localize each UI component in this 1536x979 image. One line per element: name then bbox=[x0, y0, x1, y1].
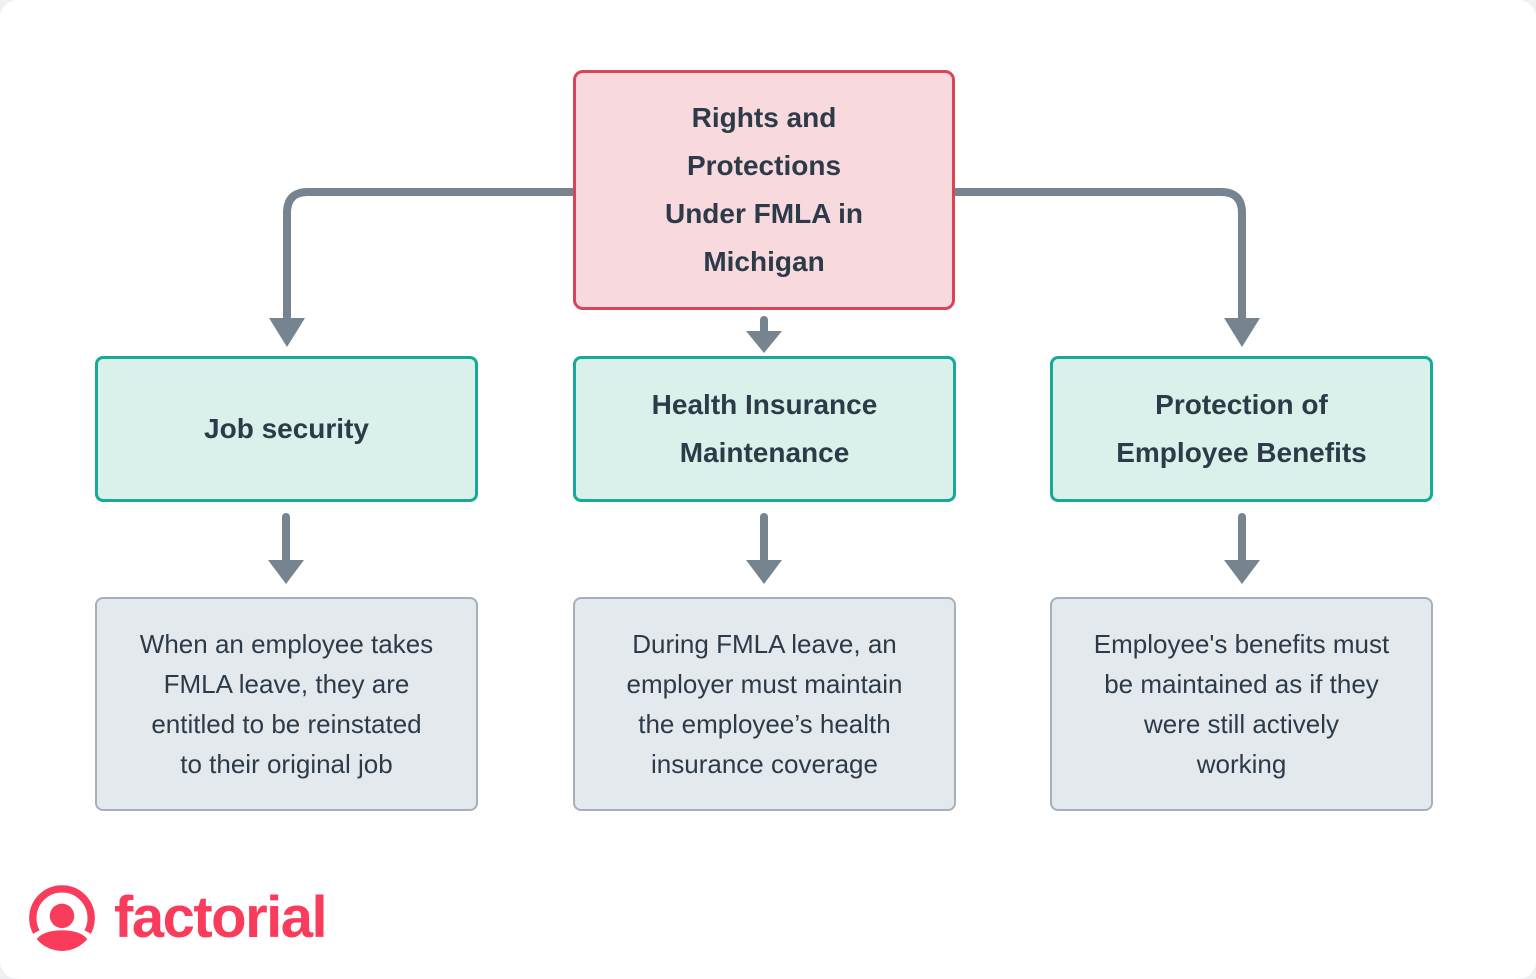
category-label: Protection of Employee Benefits bbox=[1116, 389, 1367, 468]
arrow-down-icon bbox=[746, 560, 782, 584]
arrow-down-icon bbox=[1224, 560, 1260, 584]
detail-text: Employee's benefits must be maintained a… bbox=[1093, 629, 1390, 779]
category-node-employee-benefits: Protection of Employee Benefits bbox=[1050, 356, 1433, 502]
arrow-down-icon bbox=[269, 318, 305, 347]
connector-root-to-job-security bbox=[269, 188, 578, 347]
factorial-person-icon bbox=[29, 885, 95, 951]
arrow-down-icon bbox=[746, 331, 782, 353]
category-label: Health Insurance Maintenance bbox=[651, 389, 878, 468]
detail-node-employee-benefits: Employee's benefits must be maintained a… bbox=[1050, 597, 1433, 811]
connector-root-to-health-insurance bbox=[746, 316, 782, 353]
root-node-rights-and-protections: Rights and Protections Under FMLA in Mic… bbox=[573, 70, 955, 310]
factorial-logo: factorial bbox=[28, 884, 328, 952]
detail-text: When an employee takes FMLA leave, they … bbox=[139, 629, 434, 779]
category-node-job-security: Job security bbox=[95, 356, 478, 502]
root-node-label: Rights and Protections Under FMLA in Mic… bbox=[664, 102, 864, 277]
category-node-health-insurance: Health Insurance Maintenance bbox=[573, 356, 956, 502]
connector-health-insurance-to-detail bbox=[746, 513, 782, 584]
connector-job-security-to-detail bbox=[268, 513, 304, 584]
factorial-logo-text: factorial bbox=[114, 885, 328, 950]
arrow-down-icon bbox=[1224, 318, 1260, 347]
connector-employee-benefits-to-detail bbox=[1224, 513, 1260, 584]
category-label: Job security bbox=[204, 413, 369, 444]
detail-node-job-security: When an employee takes FMLA leave, they … bbox=[95, 597, 478, 811]
detail-node-health-insurance: During FMLA leave, an employer must main… bbox=[573, 597, 956, 811]
detail-text: During FMLA leave, an employer must main… bbox=[626, 629, 903, 779]
connector-root-to-employee-benefits bbox=[950, 188, 1260, 347]
arrow-down-icon bbox=[268, 560, 304, 584]
